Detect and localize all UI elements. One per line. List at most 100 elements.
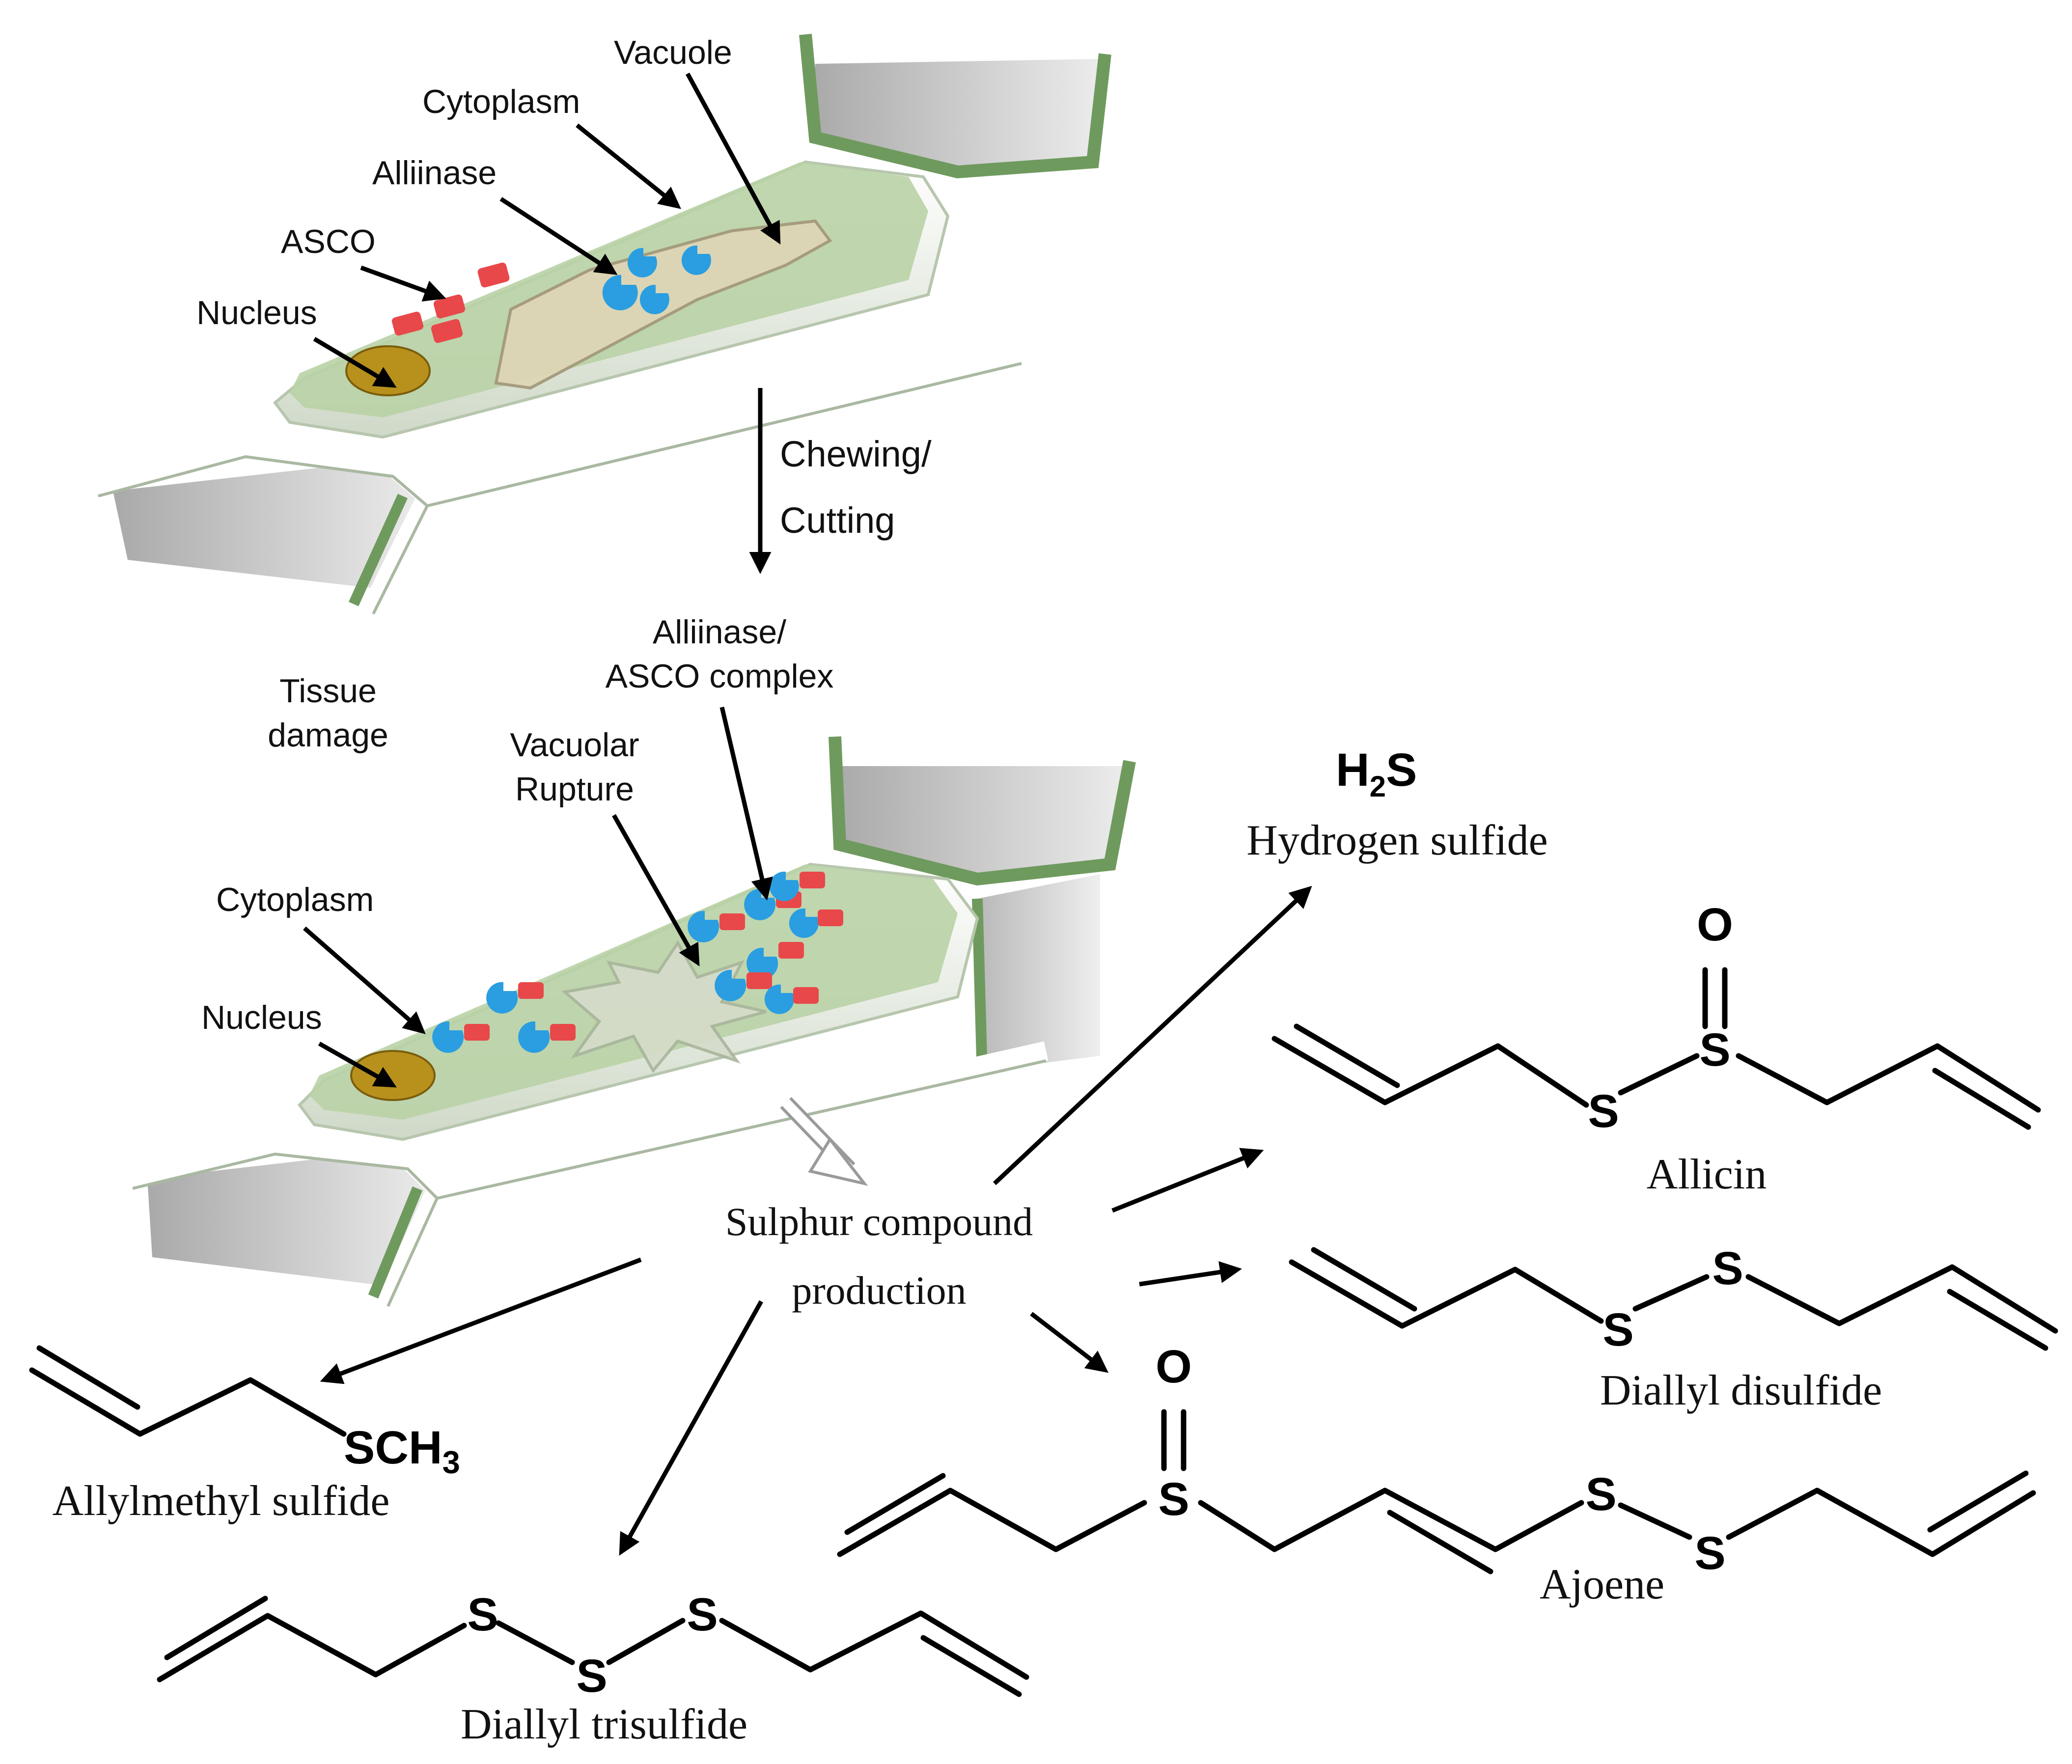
nucleus <box>350 1050 436 1101</box>
tissue-damage-line2: damage <box>268 717 388 754</box>
dads-double-bond-left <box>1311 1247 1417 1312</box>
label-cytoplasm: Cytoplasm <box>422 83 580 120</box>
ajoene-atom-s3: S <box>1694 1527 1725 1579</box>
vacuole-pointer <box>686 72 781 245</box>
ajoene-name: Ajoene <box>1540 1561 1664 1608</box>
cell-wall-lower-edge <box>132 1059 1047 1307</box>
nucleus-pointer <box>313 337 397 388</box>
ajoene-atom-s2: S <box>1585 1468 1616 1520</box>
chewing-step: Chewing/ Cutting Tissue damage <box>268 388 932 754</box>
ajoene-chain-1 <box>837 1488 1147 1557</box>
label-vacuole: Vacuole <box>614 34 732 71</box>
dats-atom-s1: S <box>467 1589 498 1641</box>
compound-h2s: H2S Hydrogen sulfide <box>1246 744 1547 864</box>
dads-chain-left <box>1289 1259 1604 1329</box>
ajoene-chain-3 <box>1726 1488 2036 1557</box>
dats-double-bond-left <box>164 1596 268 1660</box>
asco-molecule <box>431 319 463 343</box>
neighbor-cell-shadow <box>977 874 1100 1071</box>
ajoene-double-bond-3 <box>1927 1470 2029 1533</box>
allicin-chain-right <box>1736 1043 2041 1113</box>
allicin-chain-left <box>1271 1036 1589 1108</box>
ams-double-bond <box>36 1345 140 1410</box>
label-complex-line2: ASCO complex <box>606 658 834 695</box>
alliinase-molecule <box>627 248 657 277</box>
ajoene-atom-s1: S <box>1158 1473 1189 1525</box>
compound-diallyl-disulfide: S S Diallyl disulfide <box>1289 1242 2058 1414</box>
alliinase-molecule <box>639 284 669 314</box>
allicin-atom-s2: S <box>1699 1024 1730 1076</box>
label-nucleus-2: Nucleus <box>201 999 322 1036</box>
alliinase-molecule <box>602 275 638 310</box>
compound-allylmethyl-sulfide: SCH3 Allylmethyl sulfide <box>29 1345 460 1525</box>
ams-chain <box>29 1367 347 1437</box>
allicin-s-s-bond <box>1618 1053 1700 1096</box>
production-arrows <box>320 885 1312 1556</box>
ams-name: Allylmethyl sulfide <box>53 1477 390 1525</box>
tissue-damage-line1: Tissue <box>279 672 377 710</box>
cytoplasm-pointer <box>576 123 682 209</box>
neighbor-cell-shadow <box>810 59 1100 172</box>
label-rupture-line1: Vacuolar <box>510 726 639 764</box>
complex <box>769 871 825 901</box>
arrow-to-allicin <box>1111 1148 1264 1213</box>
complex <box>486 982 544 1014</box>
dats-s-s-bond-1 <box>496 1620 575 1665</box>
neighbor-cell-shadow <box>113 462 422 589</box>
dats-chain-left <box>157 1613 467 1682</box>
alliinase-molecule <box>681 245 711 275</box>
complex <box>715 969 772 1001</box>
cell-wall-side <box>368 1186 423 1299</box>
allicin-atom-s1: S <box>1588 1085 1619 1137</box>
ajoene-double-bond-2 <box>1387 1510 1493 1574</box>
dads-atom-s2: S <box>1712 1242 1743 1295</box>
dats-chain-right <box>719 1610 1029 1680</box>
label-rupture-line2: Rupture <box>515 771 634 808</box>
h2s-name: Hydrogen sulfide <box>1246 817 1547 864</box>
allicin-name: Allicin <box>1647 1151 1767 1198</box>
dads-chain-right <box>1745 1264 2058 1334</box>
dats-name: Diallyl trisulfide <box>461 1701 747 1748</box>
damaged-cell: Alliinase/ ASCO complex Vacuolar Rupture… <box>130 613 1136 1307</box>
asco-molecule <box>391 311 424 336</box>
compound-diallyl-trisulfide: S S S Diallyl trisulfide <box>157 1589 1029 1748</box>
dats-s-s-bond-2 <box>606 1618 686 1665</box>
alliinase-pointer <box>499 197 618 275</box>
complex <box>518 1021 576 1053</box>
ruptured-vacuole <box>561 940 767 1074</box>
neighbor-cell-shadow <box>835 766 1125 884</box>
cell-wall-side <box>972 898 988 1076</box>
label-asco: ASCO <box>281 223 376 260</box>
arrow-to-allylmethyl-sulfide <box>320 1257 642 1384</box>
center-label-line2: production <box>792 1268 966 1313</box>
cell-wall-lower <box>95 344 1024 608</box>
label-alliinase: Alliinase <box>372 154 497 192</box>
hollow-arrow <box>780 1097 868 1186</box>
nucleus <box>345 345 431 396</box>
step-label-line1: Chewing/ <box>780 434 932 474</box>
compound-ajoene: O S S S Ajoene <box>837 1341 2036 1608</box>
neighbor-cell-wall <box>799 33 1111 179</box>
center-label-line1: Sulphur compound <box>725 1199 1033 1244</box>
dats-atom-s3: S <box>687 1589 718 1641</box>
dads-s-s-bond <box>1632 1274 1710 1312</box>
rupture-pointer <box>612 814 700 966</box>
alliinase-asco-complexes <box>432 871 843 1053</box>
cytoplasm-pointer-2 <box>303 926 426 1034</box>
ams-group: SCH3 <box>344 1422 460 1480</box>
label-complex-line1: Alliinase/ <box>653 613 786 651</box>
label-nucleus: Nucleus <box>196 294 317 331</box>
complex <box>432 1021 490 1053</box>
ajoene-chain-2 <box>1198 1488 1584 1552</box>
arrow-to-diallyl-disulfide <box>1139 1261 1242 1287</box>
neighbor-cell-shadow <box>147 1149 432 1287</box>
arrow-to-ajoene <box>1030 1312 1109 1373</box>
allicin-double-bond <box>1294 1023 1400 1088</box>
alliinase-molecules <box>602 245 711 314</box>
asco-pointer <box>360 265 446 302</box>
dads-name: Diallyl disulfide <box>1600 1367 1882 1414</box>
complex-pointer <box>719 706 773 901</box>
dads-atom-s1: S <box>1602 1304 1633 1356</box>
allicin-double-bond-right <box>1932 1068 2031 1130</box>
allicin-atom-o: O <box>1697 899 1733 951</box>
